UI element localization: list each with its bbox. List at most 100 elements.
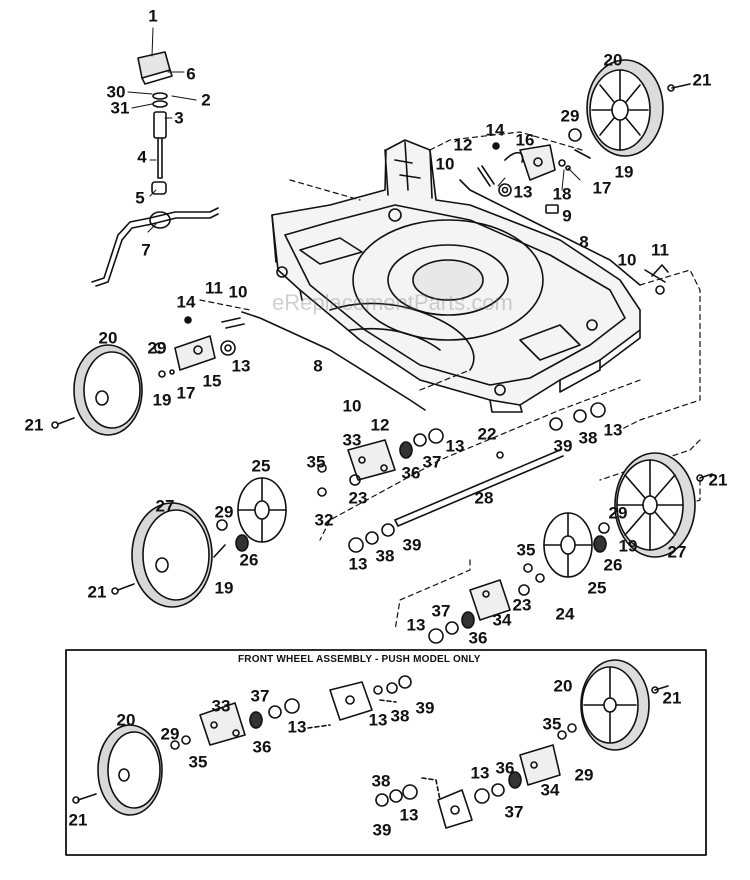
callout-13: 13 <box>348 554 368 574</box>
wheel-rear-left <box>111 502 228 608</box>
callout-4: 4 <box>137 147 147 167</box>
callout-20: 20 <box>553 676 573 696</box>
callout-21: 21 <box>87 582 107 602</box>
callout-29: 29 <box>147 338 167 358</box>
callout-18: 18 <box>552 184 572 204</box>
callout-13: 13 <box>603 420 623 440</box>
callout-10: 10 <box>228 282 248 302</box>
axle-rods <box>241 179 641 527</box>
callout-19: 19 <box>614 162 634 182</box>
callout-13: 13 <box>513 182 533 202</box>
watermark-text: eReplacementParts.com <box>272 290 513 315</box>
callout-37: 37 <box>422 452 442 472</box>
callout-13: 13 <box>470 763 490 783</box>
axle-brackets <box>317 402 606 644</box>
callout-14: 14 <box>176 292 196 312</box>
callout-39: 39 <box>415 698 435 718</box>
callout-8: 8 <box>579 232 589 252</box>
callout-26: 26 <box>239 550 259 570</box>
callout-12: 12 <box>370 415 390 435</box>
callout-19: 19 <box>618 536 638 556</box>
callout-21: 21 <box>68 810 88 830</box>
callout-2: 2 <box>201 90 211 110</box>
callout-23: 23 <box>512 595 532 615</box>
callout-10: 10 <box>617 250 637 270</box>
callout-31: 31 <box>110 98 130 118</box>
callout-35: 35 <box>516 540 536 560</box>
callout-7: 7 <box>141 240 151 260</box>
dashed-guides <box>199 131 701 631</box>
callout-27: 27 <box>155 496 175 516</box>
callout-30: 30 <box>106 82 126 102</box>
callout-20: 20 <box>98 328 118 348</box>
callout-3: 3 <box>174 108 184 128</box>
leader-lines <box>127 27 581 233</box>
callout-13: 13 <box>368 710 388 730</box>
callout-36: 36 <box>252 737 272 757</box>
rear-hub-left <box>235 477 287 552</box>
callout-17: 17 <box>592 178 612 198</box>
wheel-left <box>51 344 143 436</box>
callout-25: 25 <box>587 578 607 598</box>
callout-37: 37 <box>431 601 451 621</box>
inset-title: FRONT WHEEL ASSEMBLY - PUSH MODEL ONLY <box>238 654 481 665</box>
height-adjust-lever <box>91 51 219 287</box>
callout-33: 33 <box>211 696 231 716</box>
mower-deck <box>271 139 641 413</box>
callout-10: 10 <box>435 154 455 174</box>
callout-11: 11 <box>205 278 223 298</box>
callout-20: 20 <box>603 50 623 70</box>
callout-27: 27 <box>667 542 687 562</box>
callout-29: 29 <box>608 503 628 523</box>
callout-26: 26 <box>603 555 623 575</box>
callout-38: 38 <box>578 428 598 448</box>
callout-22: 22 <box>477 424 497 444</box>
callout-13: 13 <box>406 615 426 635</box>
callout-29: 29 <box>160 724 180 744</box>
callout-13: 13 <box>231 356 251 376</box>
callout-36: 36 <box>495 758 515 778</box>
callout-36: 36 <box>401 463 421 483</box>
callout-10: 10 <box>342 396 362 416</box>
wheel-rear-right <box>593 452 713 558</box>
callout-21: 21 <box>24 415 44 435</box>
callout-36: 36 <box>468 628 488 648</box>
callout-9: 9 <box>562 206 572 226</box>
callout-33: 33 <box>342 430 362 450</box>
height-adjust-bracket-left <box>154 316 245 378</box>
callout-19: 19 <box>152 390 172 410</box>
inset-box <box>65 649 707 856</box>
callout-37: 37 <box>250 686 270 706</box>
callout-16: 16 <box>515 130 535 150</box>
callout-37: 37 <box>504 802 524 822</box>
callout-21: 21 <box>662 688 682 708</box>
callout-21: 21 <box>708 470 728 490</box>
wheel-top-right <box>586 59 691 157</box>
rear-hub-right <box>543 512 593 578</box>
callout-20: 20 <box>116 710 136 730</box>
callout-25: 25 <box>251 456 271 476</box>
callout-35: 35 <box>188 752 208 772</box>
callout-28: 28 <box>474 488 494 508</box>
callout-11: 11 <box>651 240 669 260</box>
callout-39: 39 <box>402 535 422 555</box>
callout-17: 17 <box>176 383 196 403</box>
callout-38: 38 <box>375 546 395 566</box>
callout-5: 5 <box>135 188 145 208</box>
callout-34: 34 <box>540 780 560 800</box>
callout-21: 21 <box>692 70 712 90</box>
callout-13: 13 <box>287 717 307 737</box>
callout-29: 29 <box>214 502 234 522</box>
callout-38: 38 <box>371 771 391 791</box>
callout-14: 14 <box>485 120 505 140</box>
callout-23: 23 <box>348 488 368 508</box>
callout-1: 1 <box>148 6 158 26</box>
callout-32: 32 <box>314 510 334 530</box>
callout-39: 39 <box>553 436 573 456</box>
callout-6: 6 <box>186 64 196 84</box>
callout-29: 29 <box>560 106 580 126</box>
callout-8: 8 <box>313 356 323 376</box>
callout-35: 35 <box>542 714 562 734</box>
callout-38: 38 <box>390 706 410 726</box>
